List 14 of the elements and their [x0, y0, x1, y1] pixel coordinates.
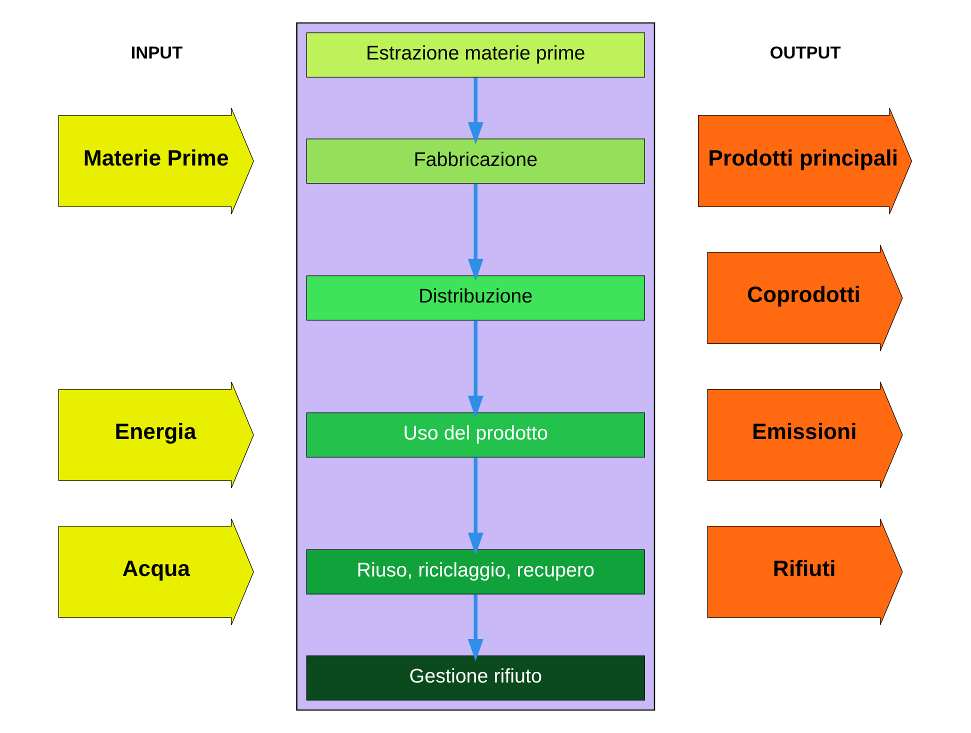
label: OUTPUT	[770, 42, 841, 62]
node-box: Uso del prodotto	[306, 412, 645, 458]
node-box: Distribuzione	[306, 276, 645, 321]
arrow	[468, 320, 484, 418]
arrow	[468, 78, 484, 144]
arrow	[468, 594, 484, 662]
node-box: Fabbricazione	[306, 138, 645, 184]
node-box: Estrazione materie prime	[306, 32, 645, 78]
arrow	[468, 183, 484, 282]
node-box: Riuso, riciclaggio, recupero	[306, 549, 645, 594]
node-box: Gestione rifiuto	[306, 655, 645, 700]
arrow	[468, 457, 484, 555]
label: INPUT	[130, 42, 183, 62]
cluster	[296, 22, 656, 711]
